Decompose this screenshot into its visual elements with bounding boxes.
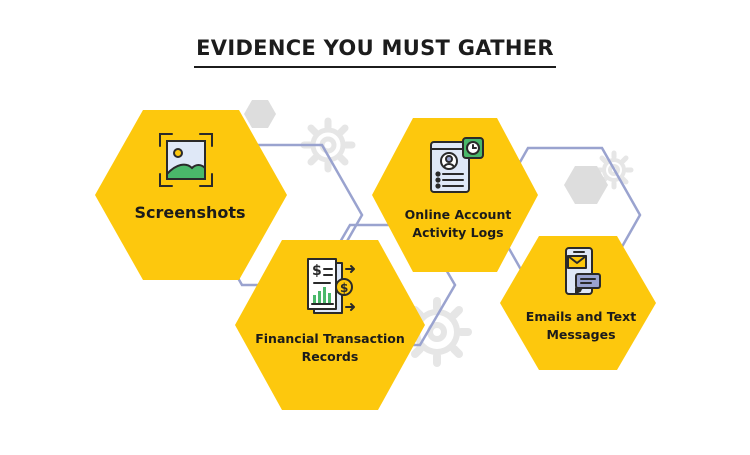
hexagon-emails xyxy=(500,236,656,370)
small-hexagon-decoration xyxy=(244,100,276,128)
email-phone-icon xyxy=(565,247,601,295)
label-online-account-activity-logs: Online Account Activity Logs xyxy=(404,207,512,240)
hexagon-screenshots xyxy=(95,110,287,280)
page-title-wrap: EVIDENCE YOU MUST GATHER xyxy=(0,36,750,68)
small-hexagon-decoration xyxy=(564,166,608,204)
svg-text:$: $ xyxy=(340,281,348,295)
label-screenshots: Screenshots xyxy=(134,203,246,222)
label-emails-and-text-messages: Emails and Text Messages xyxy=(525,309,637,342)
label-financial-transaction-records: Financial Transaction Records xyxy=(255,331,405,364)
financial-report-icon: $ $ xyxy=(307,258,355,314)
account-log-icon xyxy=(430,137,484,193)
gear-icon-right xyxy=(594,150,634,190)
svg-text:$: $ xyxy=(312,263,322,279)
page-title: EVIDENCE YOU MUST GATHER xyxy=(194,36,556,68)
hexagon-financial xyxy=(235,240,425,410)
hexagon-online-logs xyxy=(372,118,538,272)
image-frame-icon xyxy=(159,133,213,187)
